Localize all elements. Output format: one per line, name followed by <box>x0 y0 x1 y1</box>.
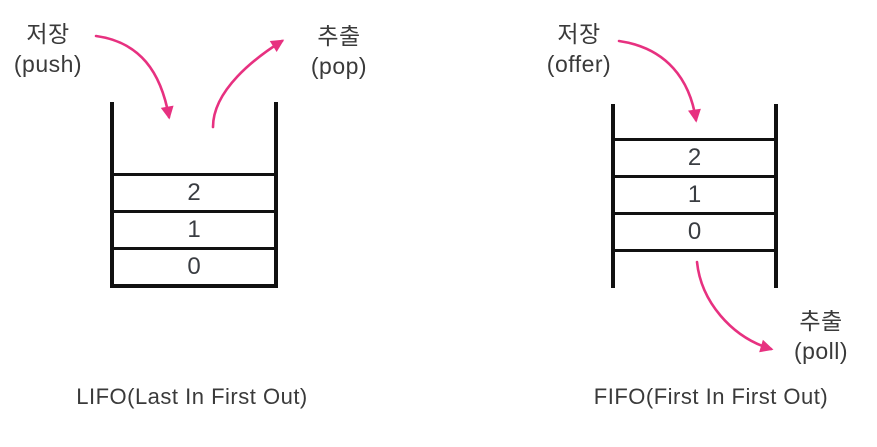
fifo-caption: FIFO(First In First Out) <box>593 384 829 409</box>
pop-method-text: (pop) <box>310 53 368 79</box>
stack-cell: 2 <box>114 173 274 210</box>
lifo-caption: LIFO(Last In First Out) <box>76 384 308 409</box>
extract-korean-text: 추출 <box>799 308 843 334</box>
poll-method-text: (poll) <box>793 338 849 364</box>
stack-cell: 0 <box>114 247 274 284</box>
stack-cell: 1 <box>114 210 274 247</box>
store-korean-text: 저장 <box>26 21 70 47</box>
extract-korean-text: 추출 <box>317 23 361 49</box>
queue-cell: 2 <box>615 138 774 175</box>
store-korean-text: 저장 <box>557 21 601 47</box>
lifo-extract-label: 추출 (pop) <box>294 21 384 81</box>
queue-cell: 1 <box>615 175 774 212</box>
push-method-text: (push) <box>13 51 83 77</box>
fifo-queue-container: 2 1 0 <box>611 104 778 288</box>
offer-method-text: (offer) <box>546 51 612 77</box>
fifo-cells: 2 1 0 <box>615 138 774 252</box>
lifo-store-label: 저장 (push) <box>2 19 94 79</box>
fifo-store-label: 저장 (offer) <box>532 19 626 79</box>
lifo-stack-container: 2 1 0 <box>110 102 278 288</box>
fifo-extract-label: 추출 (poll) <box>776 306 866 366</box>
queue-cell: 0 <box>615 212 774 249</box>
lifo-cells: 2 1 0 <box>114 173 274 284</box>
